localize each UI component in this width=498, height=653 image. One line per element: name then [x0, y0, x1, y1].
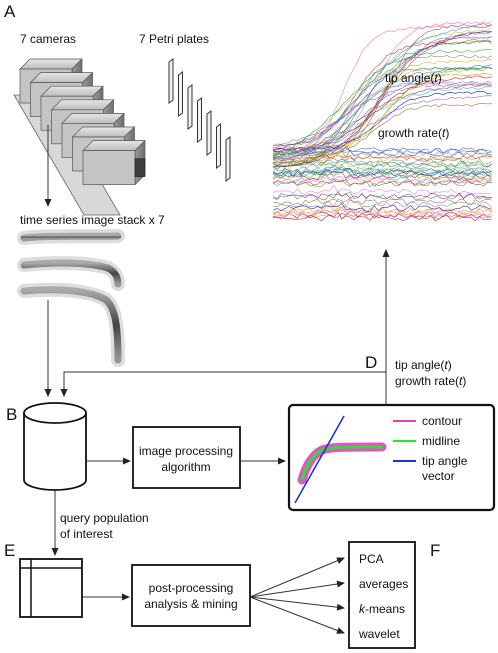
growth-rate-trace	[272, 157, 492, 165]
tip-angle-trace	[272, 25, 492, 159]
camera-array-icon	[13, 58, 146, 216]
legend-label-contour: contour	[422, 414, 462, 428]
growth-rate-trace	[272, 165, 492, 175]
panel-label-a: A	[4, 2, 16, 21]
feedback-label-tip-angle: tip angle(t)	[395, 358, 452, 372]
growth-rate-trace	[272, 166, 492, 177]
tip-angle-trace	[272, 25, 492, 161]
output-legend: contour midline tip angle vector	[393, 414, 468, 483]
growth-rate-trace	[272, 169, 492, 179]
tip-angle-trace	[272, 49, 492, 170]
root-image-3	[17, 282, 125, 367]
post-processing-label-2: analysis & mining	[144, 597, 237, 611]
method-averages: averages	[359, 577, 408, 591]
post-processing-label-1: post-processing	[149, 581, 234, 595]
growth-rate-trace	[272, 172, 492, 184]
growth-rate-trace	[272, 176, 492, 185]
tip-angle-trace	[272, 39, 492, 158]
tip-angle-vector-line	[294, 415, 345, 504]
method-kmeans: k-means	[359, 602, 405, 616]
growth-rate-trace	[272, 154, 492, 162]
plot-area	[272, 5, 494, 225]
tip-angle-trace	[272, 81, 492, 155]
feedback-label-growth-rate: growth rate(t)	[395, 374, 466, 388]
tip-angle-trace	[272, 23, 492, 155]
legend-label-midline: midline	[422, 434, 460, 448]
tip-angle-trace	[272, 55, 492, 165]
petri-plate-icon	[197, 97, 202, 143]
tip-angle-trace	[272, 30, 492, 151]
tip-angle-trace	[272, 81, 492, 152]
method-fan-arrows	[249, 557, 345, 634]
root-trace-illustration	[294, 415, 387, 504]
processing-output-box	[287, 403, 496, 512]
image-processing-label-2: algorithm	[161, 460, 210, 474]
post-processing-box	[131, 564, 251, 627]
trace-curves	[272, 21, 492, 222]
cameras-label: 7 cameras	[20, 32, 76, 46]
tip-angle-curve-label: tip angle(t)	[385, 71, 442, 85]
method-wavelet: wavelet	[358, 627, 400, 641]
image-processing-label-1: image processing	[139, 444, 233, 458]
legend-label-tip-angle: tip angle	[422, 454, 468, 468]
panel-label-e: E	[4, 541, 15, 560]
tip-angle-trace	[272, 66, 492, 149]
growth-rate-trace	[272, 169, 492, 179]
petri-plate-icon	[187, 84, 193, 130]
panel-label-b: B	[6, 405, 17, 424]
plates-label: 7 Petri plates	[139, 32, 209, 46]
tip-angle-trace	[272, 67, 492, 164]
growth-rate-trace	[272, 198, 492, 206]
root-image-2	[17, 256, 125, 291]
root-image-1	[17, 229, 125, 245]
database-icon	[23, 402, 87, 491]
growth-rate-trace	[272, 185, 492, 196]
petri-plate-icon	[168, 58, 174, 104]
petri-plate-icon	[225, 136, 231, 182]
method-pca: PCA	[359, 552, 384, 566]
petri-plate-icon	[206, 110, 212, 156]
petri-plates-icon	[168, 58, 231, 182]
tip-angle-trace	[272, 91, 492, 151]
panel-label-f: F	[430, 541, 440, 560]
growth-rate-trace	[272, 179, 492, 188]
results-to-database-arrow	[60, 371, 386, 397]
growth-rate-trace	[272, 161, 492, 171]
camera-icon	[82, 139, 146, 186]
tip-angle-trace	[272, 95, 492, 160]
growth-rate-trace	[272, 209, 492, 218]
analysis-methods-box	[348, 541, 416, 649]
growth-rate-trace	[272, 191, 492, 200]
image-stack-label: time series image stack x 7	[20, 213, 165, 227]
growth-rate-curve-label: growth rate(t)	[378, 126, 449, 140]
query-table-icon	[19, 558, 83, 618]
tip-angle-trace	[272, 58, 492, 155]
root-image-stack	[17, 229, 125, 367]
growth-rate-trace	[272, 191, 492, 201]
tip-angle-trace	[272, 103, 492, 161]
growth-rate-trace	[272, 202, 492, 212]
tip-angle-trace	[272, 66, 492, 164]
image-processing-box	[132, 426, 241, 489]
time-series-plot: tip angle(t) growth rate(t)	[272, 5, 494, 225]
panel-label-d: D	[365, 353, 377, 372]
growth-rate-trace	[272, 163, 492, 174]
tip-angle-trace	[272, 85, 492, 161]
growth-rate-trace	[272, 206, 492, 216]
query-label-1: query population	[60, 511, 149, 525]
legend-label-vector: vector	[422, 469, 455, 483]
growth-rate-trace	[272, 170, 492, 181]
tip-angle-trace	[272, 67, 492, 157]
petri-plate-icon	[216, 123, 221, 169]
tip-angle-trace	[272, 36, 492, 168]
tip-angle-trace	[272, 73, 492, 151]
growth-rate-trace	[272, 151, 492, 163]
growth-rate-trace	[273, 211, 492, 222]
petri-plate-icon	[178, 71, 183, 117]
query-label-2: of interest	[60, 527, 113, 541]
